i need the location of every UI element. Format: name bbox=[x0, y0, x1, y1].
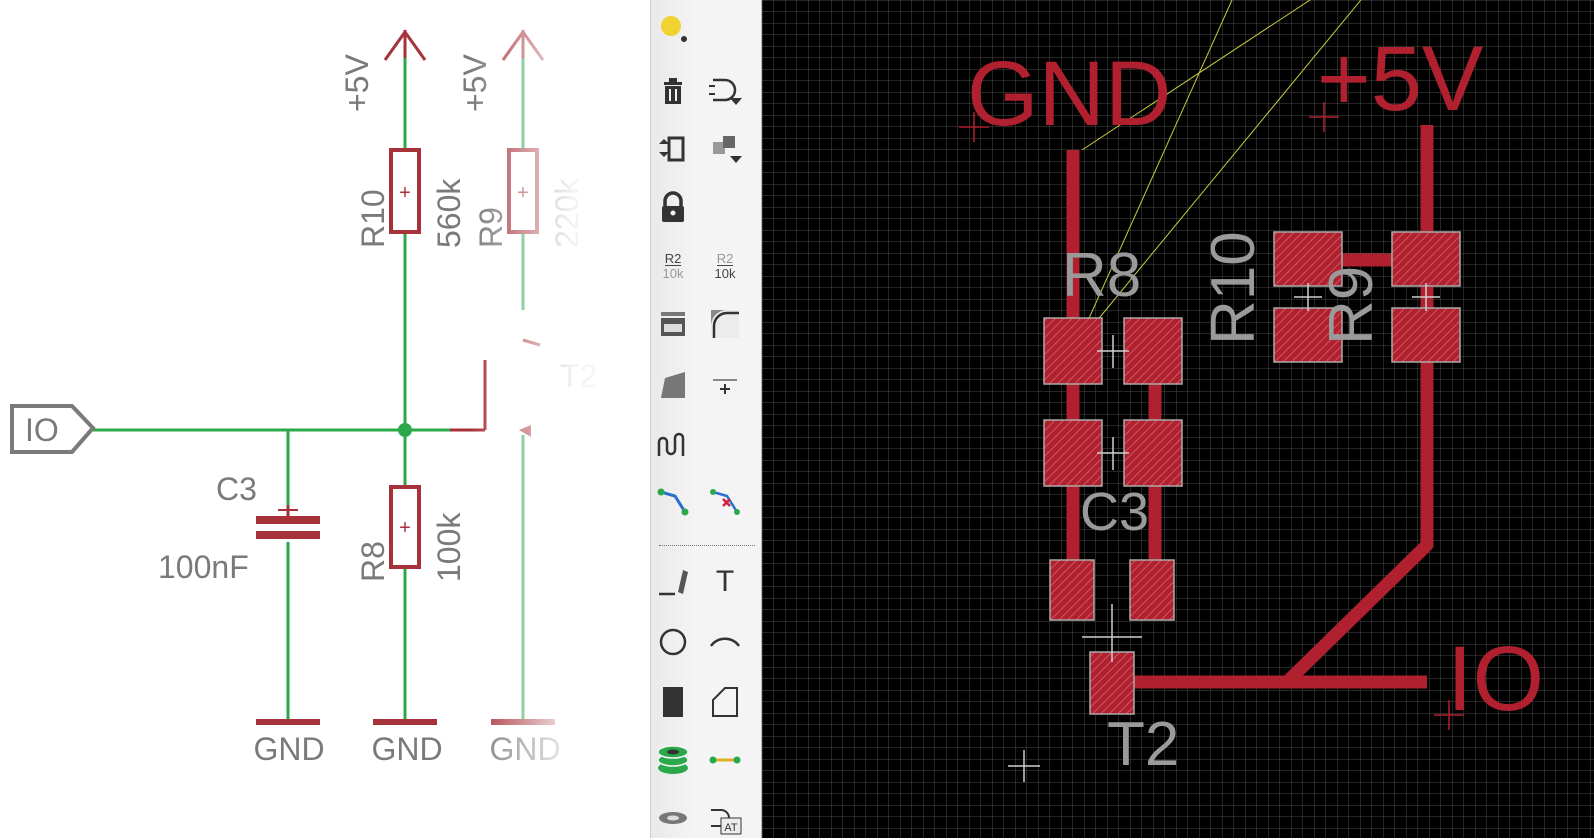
text-icon[interactable]: T bbox=[715, 565, 735, 598]
resistor-r9[interactable]: + bbox=[507, 148, 539, 234]
pad-t2-1[interactable] bbox=[1049, 559, 1095, 621]
c3-name-label: C3 bbox=[216, 471, 257, 507]
gnd-label-c: GND bbox=[489, 731, 560, 767]
c3-value-label: 100nF bbox=[158, 549, 249, 585]
svg-text:+: + bbox=[399, 182, 411, 204]
miter-icon[interactable] bbox=[705, 304, 745, 344]
transistor-t2[interactable] bbox=[450, 338, 541, 437]
smash-icon[interactable] bbox=[653, 304, 693, 344]
attribute-icon-text: AT bbox=[724, 822, 738, 834]
lock-icon[interactable] bbox=[653, 188, 693, 228]
pad-c3-2[interactable] bbox=[1123, 419, 1183, 487]
split-icon[interactable] bbox=[653, 364, 693, 404]
schematic-editor[interactable]: +5V +5V + R10 560k + R9 220k + R8 100k C… bbox=[0, 0, 655, 838]
supply-5v-label-a: +5V bbox=[339, 54, 375, 112]
svg-text:+: + bbox=[517, 182, 529, 204]
optimize-icon[interactable] bbox=[705, 364, 745, 404]
via-icon[interactable] bbox=[653, 740, 693, 780]
r9-name-label: R9 bbox=[473, 207, 509, 248]
polygon-icon[interactable] bbox=[705, 682, 745, 722]
pad-t2-2[interactable] bbox=[1129, 559, 1175, 621]
gnd-label-b: GND bbox=[371, 731, 442, 767]
airwires bbox=[1076, 0, 1362, 346]
resistor-r8[interactable]: + bbox=[389, 485, 421, 569]
add-part-icon[interactable] bbox=[705, 70, 745, 110]
route-icon[interactable] bbox=[653, 482, 693, 522]
board-io-label: IO bbox=[1447, 628, 1544, 730]
net-wires bbox=[93, 55, 525, 722]
pad-r10-1[interactable] bbox=[1273, 231, 1343, 287]
info-dot-icon[interactable] bbox=[653, 8, 693, 48]
r9-value-label: 220k bbox=[549, 178, 585, 248]
board-5v-label: +5V bbox=[1317, 28, 1483, 130]
label-origin-marks bbox=[959, 102, 1464, 730]
supply-5v-symbol-b bbox=[501, 29, 545, 61]
pad-r8-1[interactable] bbox=[1043, 317, 1103, 385]
value-icon[interactable]: R2 10k bbox=[705, 246, 745, 286]
meander-icon[interactable] bbox=[653, 424, 693, 464]
hole-icon[interactable] bbox=[653, 800, 693, 840]
command-toolbar: R2 10k R2 10k T bbox=[650, 0, 762, 838]
pad-r8-2[interactable] bbox=[1123, 317, 1183, 385]
pad-r9-1[interactable] bbox=[1391, 231, 1461, 287]
signal-icon[interactable] bbox=[705, 740, 745, 780]
resistor-r10[interactable]: + bbox=[389, 148, 421, 234]
arc-icon[interactable] bbox=[705, 622, 745, 662]
pad-t2-3[interactable] bbox=[1089, 651, 1135, 715]
board-r10-label: R10 bbox=[1199, 231, 1268, 345]
pad-r10-2[interactable] bbox=[1273, 307, 1343, 363]
trash-icon[interactable] bbox=[653, 70, 693, 110]
replace-icon[interactable] bbox=[705, 128, 745, 168]
board-editor[interactable]: GND +5V IO R8 R10 R9 C3 T2 bbox=[762, 0, 1594, 838]
io-port-symbol[interactable] bbox=[10, 404, 96, 454]
capacitor-c3[interactable] bbox=[256, 505, 320, 539]
board-c3-label: C3 bbox=[1080, 482, 1149, 542]
name-icon-top-text: R2 bbox=[664, 250, 682, 266]
io-port-label: IO bbox=[25, 412, 59, 448]
gnd-label-a: GND bbox=[253, 731, 324, 767]
svg-text:+: + bbox=[399, 517, 411, 539]
name-icon-bottom-text: 10k bbox=[662, 265, 684, 281]
r8-value-label: 100k bbox=[431, 512, 467, 582]
component-origin-marks bbox=[1008, 283, 1440, 782]
toolbar-separator bbox=[659, 545, 755, 546]
board-grid bbox=[762, 0, 1594, 838]
r8-name-label: R8 bbox=[355, 541, 391, 582]
name-icon[interactable]: R2 10k bbox=[653, 246, 693, 286]
junction-dot bbox=[398, 423, 412, 437]
attribute-icon[interactable]: AT bbox=[705, 800, 745, 840]
gnd-symbol-a bbox=[256, 719, 320, 725]
board-r9-label: R9 bbox=[1317, 266, 1386, 345]
r10-name-label: R10 bbox=[355, 189, 391, 248]
r10-value-label: 560k bbox=[431, 178, 467, 248]
ripup-icon[interactable] bbox=[705, 482, 745, 522]
rect-icon[interactable] bbox=[653, 682, 693, 722]
pad-r9-2[interactable] bbox=[1391, 307, 1461, 363]
gnd-symbol-b bbox=[373, 719, 437, 725]
pad-c3-1[interactable] bbox=[1043, 419, 1103, 487]
value-icon-top-text: R2 bbox=[716, 250, 734, 266]
wire-icon[interactable] bbox=[653, 562, 693, 602]
value-icon-bottom-text: 10k bbox=[714, 265, 736, 281]
t2-name-label: T2 bbox=[560, 358, 597, 394]
gnd-symbol-c bbox=[491, 719, 555, 725]
board-t2-label: T2 bbox=[1107, 710, 1179, 779]
board-r8-label: R8 bbox=[1062, 241, 1141, 310]
supply-5v-symbol-a bbox=[383, 29, 427, 61]
move-icon[interactable] bbox=[653, 128, 693, 168]
supply-5v-label-b: +5V bbox=[457, 54, 493, 112]
circle-icon[interactable] bbox=[653, 622, 693, 662]
board-gnd-label: GND bbox=[967, 43, 1171, 145]
